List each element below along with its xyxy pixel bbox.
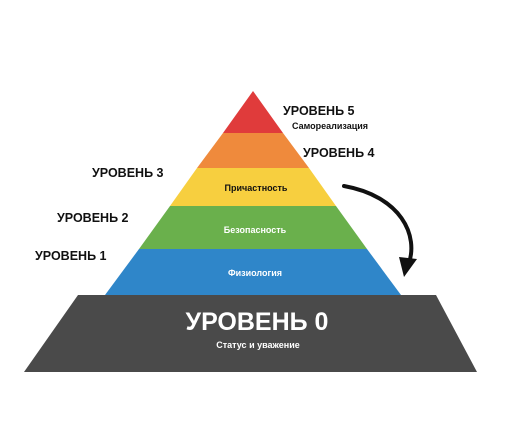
level-4-label: УРОВЕНЬ 4: [303, 146, 375, 160]
tier-1-band: [105, 249, 401, 295]
arrow-head-icon: [399, 257, 417, 277]
base-level-title: УРОВЕНЬ 0: [186, 308, 329, 336]
tier-0-base: [24, 295, 477, 372]
level-5-name: Самореализация: [292, 121, 368, 131]
level-5-label: УРОВЕНЬ 5: [283, 104, 355, 118]
level-1-label: УРОВЕНЬ 1: [35, 249, 107, 263]
tier-5-band: [223, 91, 283, 133]
tier-4-band: [197, 133, 309, 168]
tier-2-name: Безопасность: [224, 225, 287, 235]
curved-arrow: [342, 184, 414, 268]
tier-3-name: Причастность: [225, 183, 288, 193]
tier-3-band: [170, 168, 336, 206]
level-2-label: УРОВЕНЬ 2: [57, 211, 129, 225]
tier-1-name: Физиология: [228, 268, 282, 278]
base-name: Статус и уважение: [216, 340, 300, 350]
level-3-label: УРОВЕНЬ 3: [92, 166, 164, 180]
tier-2-band: [139, 206, 367, 249]
